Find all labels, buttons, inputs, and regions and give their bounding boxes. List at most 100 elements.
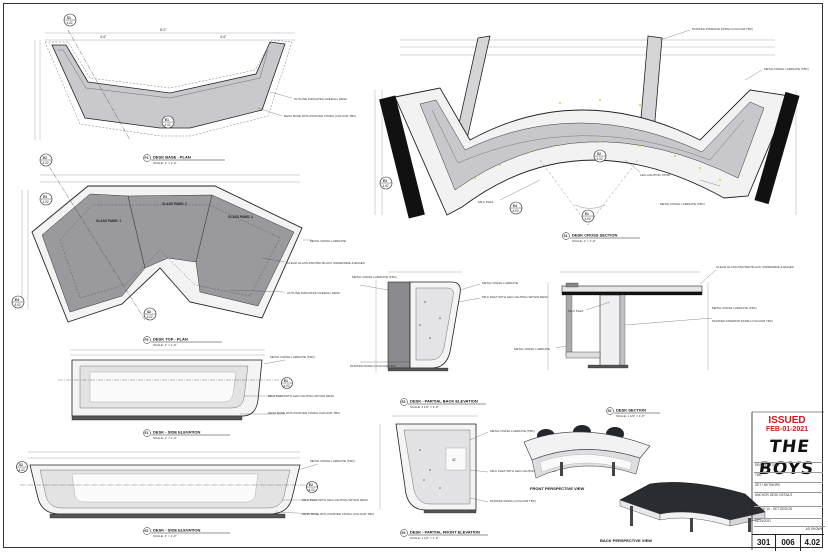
view-title-p1: P1 DESK BASE - PLAN SCALE: 1" = 1'-0" (143, 154, 225, 165)
view-label: DESK - PARTIAL FRONT ELEVATION (410, 530, 480, 535)
view-label: DESK - SIDE ELEVATION (153, 528, 201, 533)
svg-text:4.02: 4.02 (147, 315, 153, 319)
view-label: DESK TOP - PLAN (153, 337, 188, 342)
svg-text:E2: E2 (309, 483, 313, 487)
dim-text: 42 (452, 458, 456, 462)
section-marker: S24.02 E24.02 (16, 461, 318, 493)
svg-text:4.02: 4.02 (67, 21, 73, 25)
note-led: LED LIGHTING STRIP (640, 173, 671, 177)
note-milk-plex: MILK PLEX WITH LED LIGHTING WITHIN DESK (268, 394, 334, 398)
svg-text:E1: E1 (585, 212, 589, 216)
partial-front-elevation (379, 415, 489, 514)
sheet-number-b: 006 (776, 535, 801, 551)
note-milk-plex: MILK PLEX WITH LED LIGHTING WITHIN DESK (490, 469, 556, 473)
desk-side-elevation-1 (58, 349, 290, 421)
note-milk-plex: MILK PLEX (568, 309, 584, 313)
view-label: DESK SECTION (616, 408, 646, 413)
note-metal-laminate: METAL FINISH LAMINATE (TBC) (490, 429, 535, 433)
section-marker: E34.02 E44.02 S24.02 E14.02 (379, 149, 607, 223)
sheet-number-c: 4.02 (804, 538, 821, 547)
note-milk-plex: MILK PLEX WITH LED LIGHTING WITHIN DESK (302, 498, 368, 502)
desk-side-elevation-2 (20, 451, 319, 519)
svg-text:E4: E4 (402, 531, 406, 535)
svg-text:4.02: 4.02 (309, 488, 315, 492)
title-block-row: 01/15/2021 (754, 518, 823, 523)
note-metal-2: METAL FINISH LAMINATE (514, 347, 550, 351)
glass-panel-1: GLASS PANEL 1 (96, 219, 121, 223)
view-scale: SCALE: 1" = 1'-0" (153, 343, 177, 347)
svg-text:4.02: 4.02 (165, 123, 171, 127)
note-outline: OUTLINE INDICATES OVERALL DESK (294, 97, 347, 101)
sheet-number-a: 301 (752, 535, 777, 551)
desk-cross-section (374, 29, 800, 226)
view-title-s2: S2 DESK SECTION SCALE: 1 1/2" = 1'-0" (606, 407, 660, 418)
svg-text:4.02: 4.02 (284, 384, 290, 388)
note-metal-laminate: METAL FINISH LAMINATE (310, 239, 346, 243)
title-block-row: STAGE 15 - SET DESIGN (754, 506, 823, 511)
note-painted: PAINTED FINISH (COLOUR TBC) (350, 364, 396, 368)
svg-text:P1: P1 (145, 156, 149, 160)
note-metal: METAL FINISH LAMINATE (TBC) (712, 306, 757, 310)
note-painted-interior: PAINTED INTERIOR FINISH (COLOUR TBC) (692, 27, 753, 31)
note-outline-2: OUTLINE INDICATES OVERALL DESK (287, 291, 340, 295)
view-label-front-perspective: FRONT PERSPECTIVE VIEW (530, 486, 584, 491)
view-label: DESK - PARTIAL BACK ELEVATION (410, 399, 478, 404)
note-painted-interior: PAINTED INTERIOR FINISH (COLOUR TBC) (712, 319, 773, 323)
view-label: DESK BASE - PLAN (153, 155, 191, 160)
sheet-number-block: 301 006 4.02 (752, 534, 824, 551)
svg-text:E3: E3 (402, 400, 406, 404)
view-scale: SCALE: 1" = 1'-0" (153, 436, 177, 440)
svg-text:S2: S2 (19, 463, 23, 467)
view-label: DESK CROSS SECTION (572, 233, 617, 238)
dim-text: 4'-6" (100, 35, 106, 39)
glass-panel-2: GLASS PANEL 2 (162, 202, 187, 206)
svg-text:E4: E4 (15, 298, 19, 302)
svg-text:E3: E3 (383, 179, 387, 183)
view-scale: SCALE: 1" = 1'-0" (153, 534, 177, 538)
view-title-e3: E3 DESK - PARTIAL BACK ELEVATION SCALE: … (400, 398, 486, 409)
note-metal-laminate: METAL FINISH LAMINATE (TBC) (310, 459, 355, 463)
note-metal-laminate: METAL FINISH LAMINATE (TBC) (352, 275, 397, 279)
view-scale: SCALE: 1" = 1'-0" (153, 161, 177, 165)
svg-text:4.02: 4.02 (19, 468, 25, 472)
issued-stamp: ISSUED (768, 415, 806, 426)
svg-text:S2: S2 (608, 409, 612, 413)
svg-text:S2: S2 (597, 152, 601, 156)
front-perspective-view (523, 425, 651, 479)
svg-text:4.02: 4.02 (43, 200, 49, 204)
title-block-row: TBD (754, 472, 823, 477)
title-block-row: ANCHOR DESK DETAILS (754, 492, 823, 497)
show-logo: THE BOYS (754, 436, 822, 479)
title-block-row: DRAWING TITLE (754, 462, 823, 467)
note-painted: PAINTED FINISH (COLOUR TBC) (490, 499, 536, 503)
view-title-p2: P2 DESK TOP - PLAN SCALE: 1" = 1'-0" (143, 336, 222, 347)
svg-text:4.02: 4.02 (15, 303, 21, 307)
svg-text:E1: E1 (165, 118, 169, 122)
desk-base-plan: 8'-0" 4'-6" 4'-6" (34, 28, 295, 141)
svg-text:E1: E1 (284, 379, 288, 383)
view-scale: SCALE: 1 1/2" = 1'-0" (410, 405, 439, 409)
view-label: DESK - SIDE ELEVATION (153, 430, 201, 435)
svg-text:S2: S2 (147, 310, 151, 314)
issued-date: FEB-01-2021 (765, 426, 809, 433)
note-milk-plex: MILK PLEX (478, 200, 494, 204)
note-clear-glass: CLEAR GLASS PAINTED BLACK UNDERSIDE & ED… (716, 265, 794, 269)
view-title-e1: E1 DESK - SIDE ELEVATION SCALE: 1" = 1'-… (143, 429, 230, 440)
dim-text: 4'-6" (220, 35, 226, 39)
note-clear-glass: CLEAR GLASS PAINTED BLACK UNDERSIDE & ED… (287, 261, 365, 265)
glass-panel-3: GLASS PANEL 3 (228, 215, 253, 219)
section-marker: S14.02 E14.02 (63, 13, 175, 129)
desk-section (547, 269, 717, 370)
svg-text:S1: S1 (67, 16, 71, 20)
section-marker: E24.02 E34.02 E44.02 S24.02 (11, 153, 157, 321)
svg-text:S1: S1 (564, 234, 568, 238)
back-perspective-view (619, 482, 766, 532)
svg-text:E3: E3 (43, 195, 47, 199)
note-base-painted: DESK BASE WITH PAINTED FINISH (COLOUR TB… (268, 411, 340, 415)
svg-text:E1: E1 (145, 431, 149, 435)
svg-text:4.02: 4.02 (383, 184, 389, 188)
view-scale: SCALE: 1 1/2" = 1'-0" (410, 536, 439, 540)
note-metal: METAL FINISH LAMINATE (482, 281, 518, 285)
view-scale: SCALE: 1 1/2" = 1'-0" (616, 414, 645, 418)
